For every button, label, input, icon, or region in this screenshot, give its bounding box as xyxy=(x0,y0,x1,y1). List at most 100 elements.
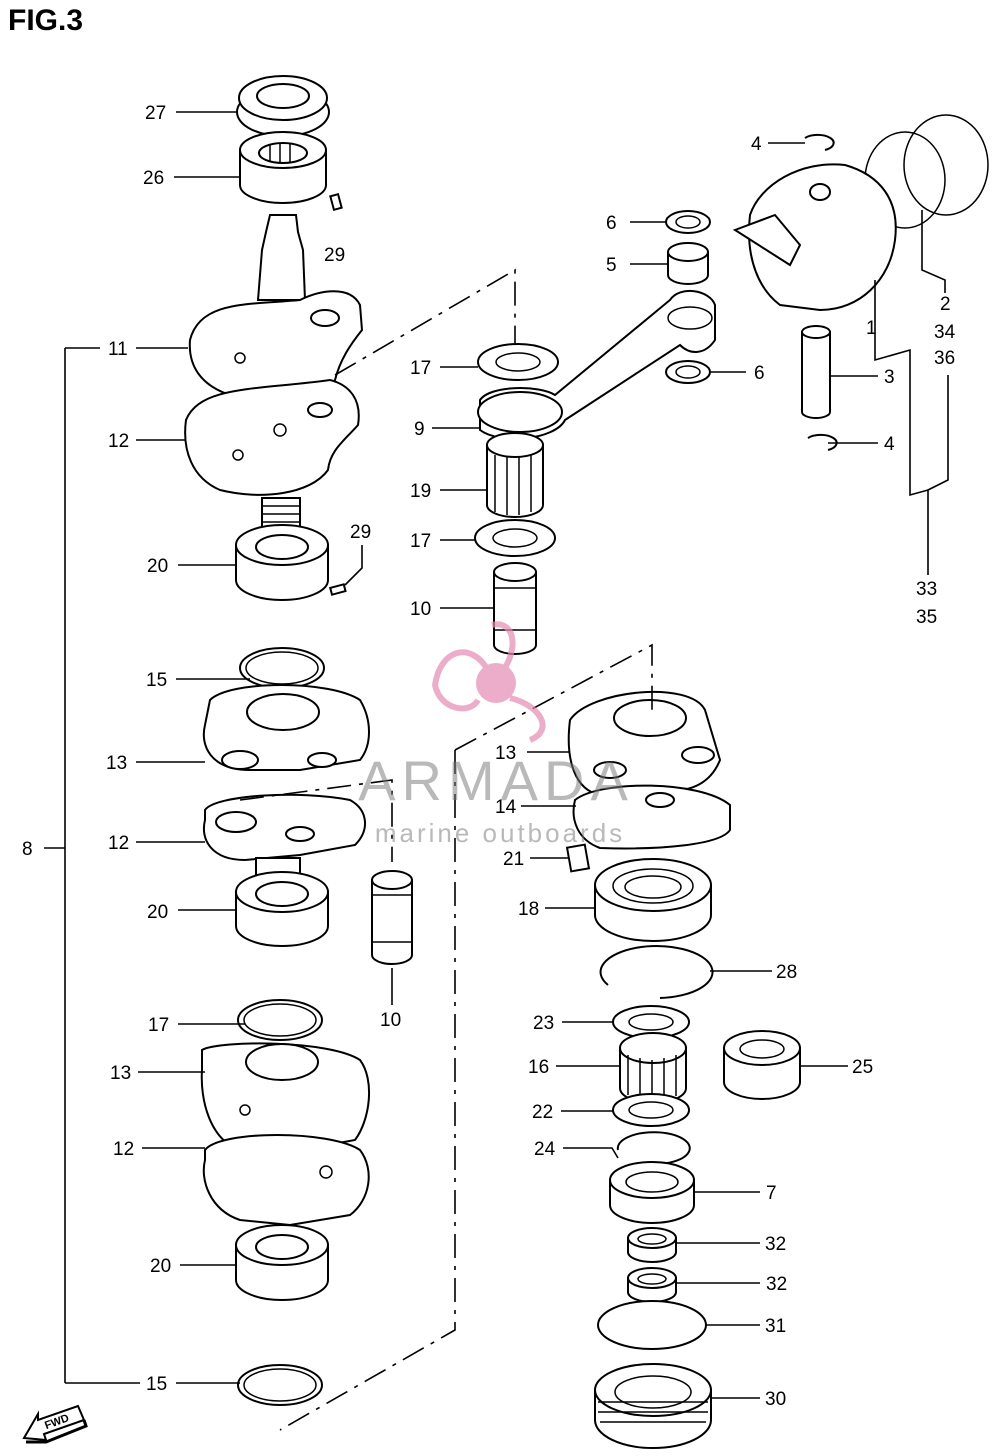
callout-12: 12 xyxy=(108,431,129,452)
watermark-blade-1 xyxy=(431,649,491,712)
clip-4-top xyxy=(804,133,835,151)
callout-15: 15 xyxy=(146,1374,167,1395)
washer-6-lower xyxy=(665,360,711,384)
piston-1 xyxy=(732,163,897,312)
circlip-15-top xyxy=(239,647,325,689)
callout-21: 21 xyxy=(503,849,524,870)
watermark-blade-2 xyxy=(491,621,516,668)
figure-title: FIG.3 xyxy=(8,4,84,37)
callout-17: 17 xyxy=(148,1015,169,1036)
callout-20: 20 xyxy=(150,1256,171,1277)
washer-17-top xyxy=(477,343,559,381)
callout-10: 10 xyxy=(380,1010,401,1031)
callout-34: 34 xyxy=(934,322,956,343)
watermark-tagline: marine outboards xyxy=(375,818,625,848)
watermark-propeller-hub xyxy=(476,663,516,703)
callout-24: 24 xyxy=(534,1139,556,1160)
needle-bearing-19 xyxy=(486,432,544,518)
callout-27: 27 xyxy=(145,103,166,124)
circlip-15-bottom xyxy=(237,1364,323,1406)
callout-14: 14 xyxy=(495,797,517,818)
callout-3: 3 xyxy=(884,367,895,388)
watermark-logo: ARMADA marine outboards xyxy=(358,621,634,848)
bearing-7 xyxy=(609,1161,695,1224)
seal-32-lower xyxy=(627,1267,677,1303)
ball-bearing-18 xyxy=(594,858,712,942)
bearing-20-middle xyxy=(235,871,329,947)
gear-16 xyxy=(619,1032,687,1104)
collar-25 xyxy=(723,1030,801,1100)
washer-22 xyxy=(612,1093,690,1127)
callout-35: 35 xyxy=(916,607,937,628)
callout-28: 28 xyxy=(776,962,797,983)
crankshaft-top-web-11-12 xyxy=(184,214,364,531)
callout-12: 12 xyxy=(108,833,129,854)
callout-6: 6 xyxy=(754,363,765,384)
callout-30: 30 xyxy=(765,1389,786,1410)
o-ring-31 xyxy=(597,1300,707,1350)
callout-32: 32 xyxy=(765,1234,786,1255)
callout-20: 20 xyxy=(147,902,168,923)
callout-16: 16 xyxy=(528,1057,549,1078)
watermark-blade-3 xyxy=(509,695,546,743)
callout-13: 13 xyxy=(110,1063,131,1084)
oil-seal-27 xyxy=(236,75,330,137)
callout-18: 18 xyxy=(518,899,539,920)
crank-web-13-12-middle xyxy=(202,684,370,881)
callout-23: 23 xyxy=(533,1013,554,1034)
callout-11: 11 xyxy=(108,339,128,360)
callout-31: 31 xyxy=(765,1316,786,1337)
callout-19: 19 xyxy=(410,481,431,502)
key-21 xyxy=(565,843,591,873)
callout-labels: 27 26 29 11 12 20 29 15 13 8 12 20 10 17… xyxy=(22,103,956,1410)
watermark-name: ARMADA xyxy=(358,749,634,812)
circlip-28 xyxy=(599,945,714,999)
callout-6: 6 xyxy=(606,213,617,234)
washer-6-top xyxy=(665,210,711,234)
callout-29: 29 xyxy=(350,522,371,543)
callout-15: 15 xyxy=(146,670,167,691)
pin-29-lower xyxy=(328,583,347,596)
crank-web-13-12-lower xyxy=(200,1042,371,1227)
pin-29-top xyxy=(329,192,343,212)
piston-pin-3 xyxy=(801,325,831,419)
callout-13: 13 xyxy=(106,753,127,774)
crank-pin-10-lower xyxy=(371,870,413,965)
circlip-24 xyxy=(616,1131,691,1166)
callout-32: 32 xyxy=(766,1274,787,1295)
callout-1: 1 xyxy=(866,318,877,339)
callout-5: 5 xyxy=(606,255,617,276)
callout-33: 33 xyxy=(916,579,937,600)
callout-10: 10 xyxy=(410,599,431,620)
callout-2: 2 xyxy=(940,294,951,315)
callout-13: 13 xyxy=(495,743,516,764)
bearing-20-lower xyxy=(235,1224,329,1301)
callout-8: 8 xyxy=(22,839,33,860)
leader-lines xyxy=(44,111,878,1399)
callout-17: 17 xyxy=(410,531,431,552)
callout-7: 7 xyxy=(766,1183,777,1204)
needle-bearing-5 xyxy=(667,242,709,285)
callout-4: 4 xyxy=(884,434,895,455)
callout-17: 17 xyxy=(410,358,431,379)
callout-12: 12 xyxy=(113,1139,134,1160)
retainer-30 xyxy=(594,1363,712,1449)
callout-9: 9 xyxy=(414,419,425,440)
bearing-26 xyxy=(239,131,327,204)
assembly-lines xyxy=(64,210,949,1431)
clip-4-lower xyxy=(807,433,838,451)
callout-29: 29 xyxy=(324,245,345,266)
circlip-17-lower xyxy=(237,999,323,1041)
callout-25: 25 xyxy=(852,1057,873,1078)
crank-pin-10-upper xyxy=(493,562,537,655)
callout-26: 26 xyxy=(143,168,164,189)
seal-32-upper xyxy=(627,1227,677,1263)
callout-22: 22 xyxy=(532,1102,553,1123)
washer-17-lower xyxy=(474,519,556,557)
callout-36: 36 xyxy=(934,348,955,369)
callout-4: 4 xyxy=(751,134,762,155)
callout-20: 20 xyxy=(147,556,168,577)
bearing-20-top xyxy=(235,524,329,601)
fwd-arrow-icon: FWD xyxy=(22,1404,88,1444)
